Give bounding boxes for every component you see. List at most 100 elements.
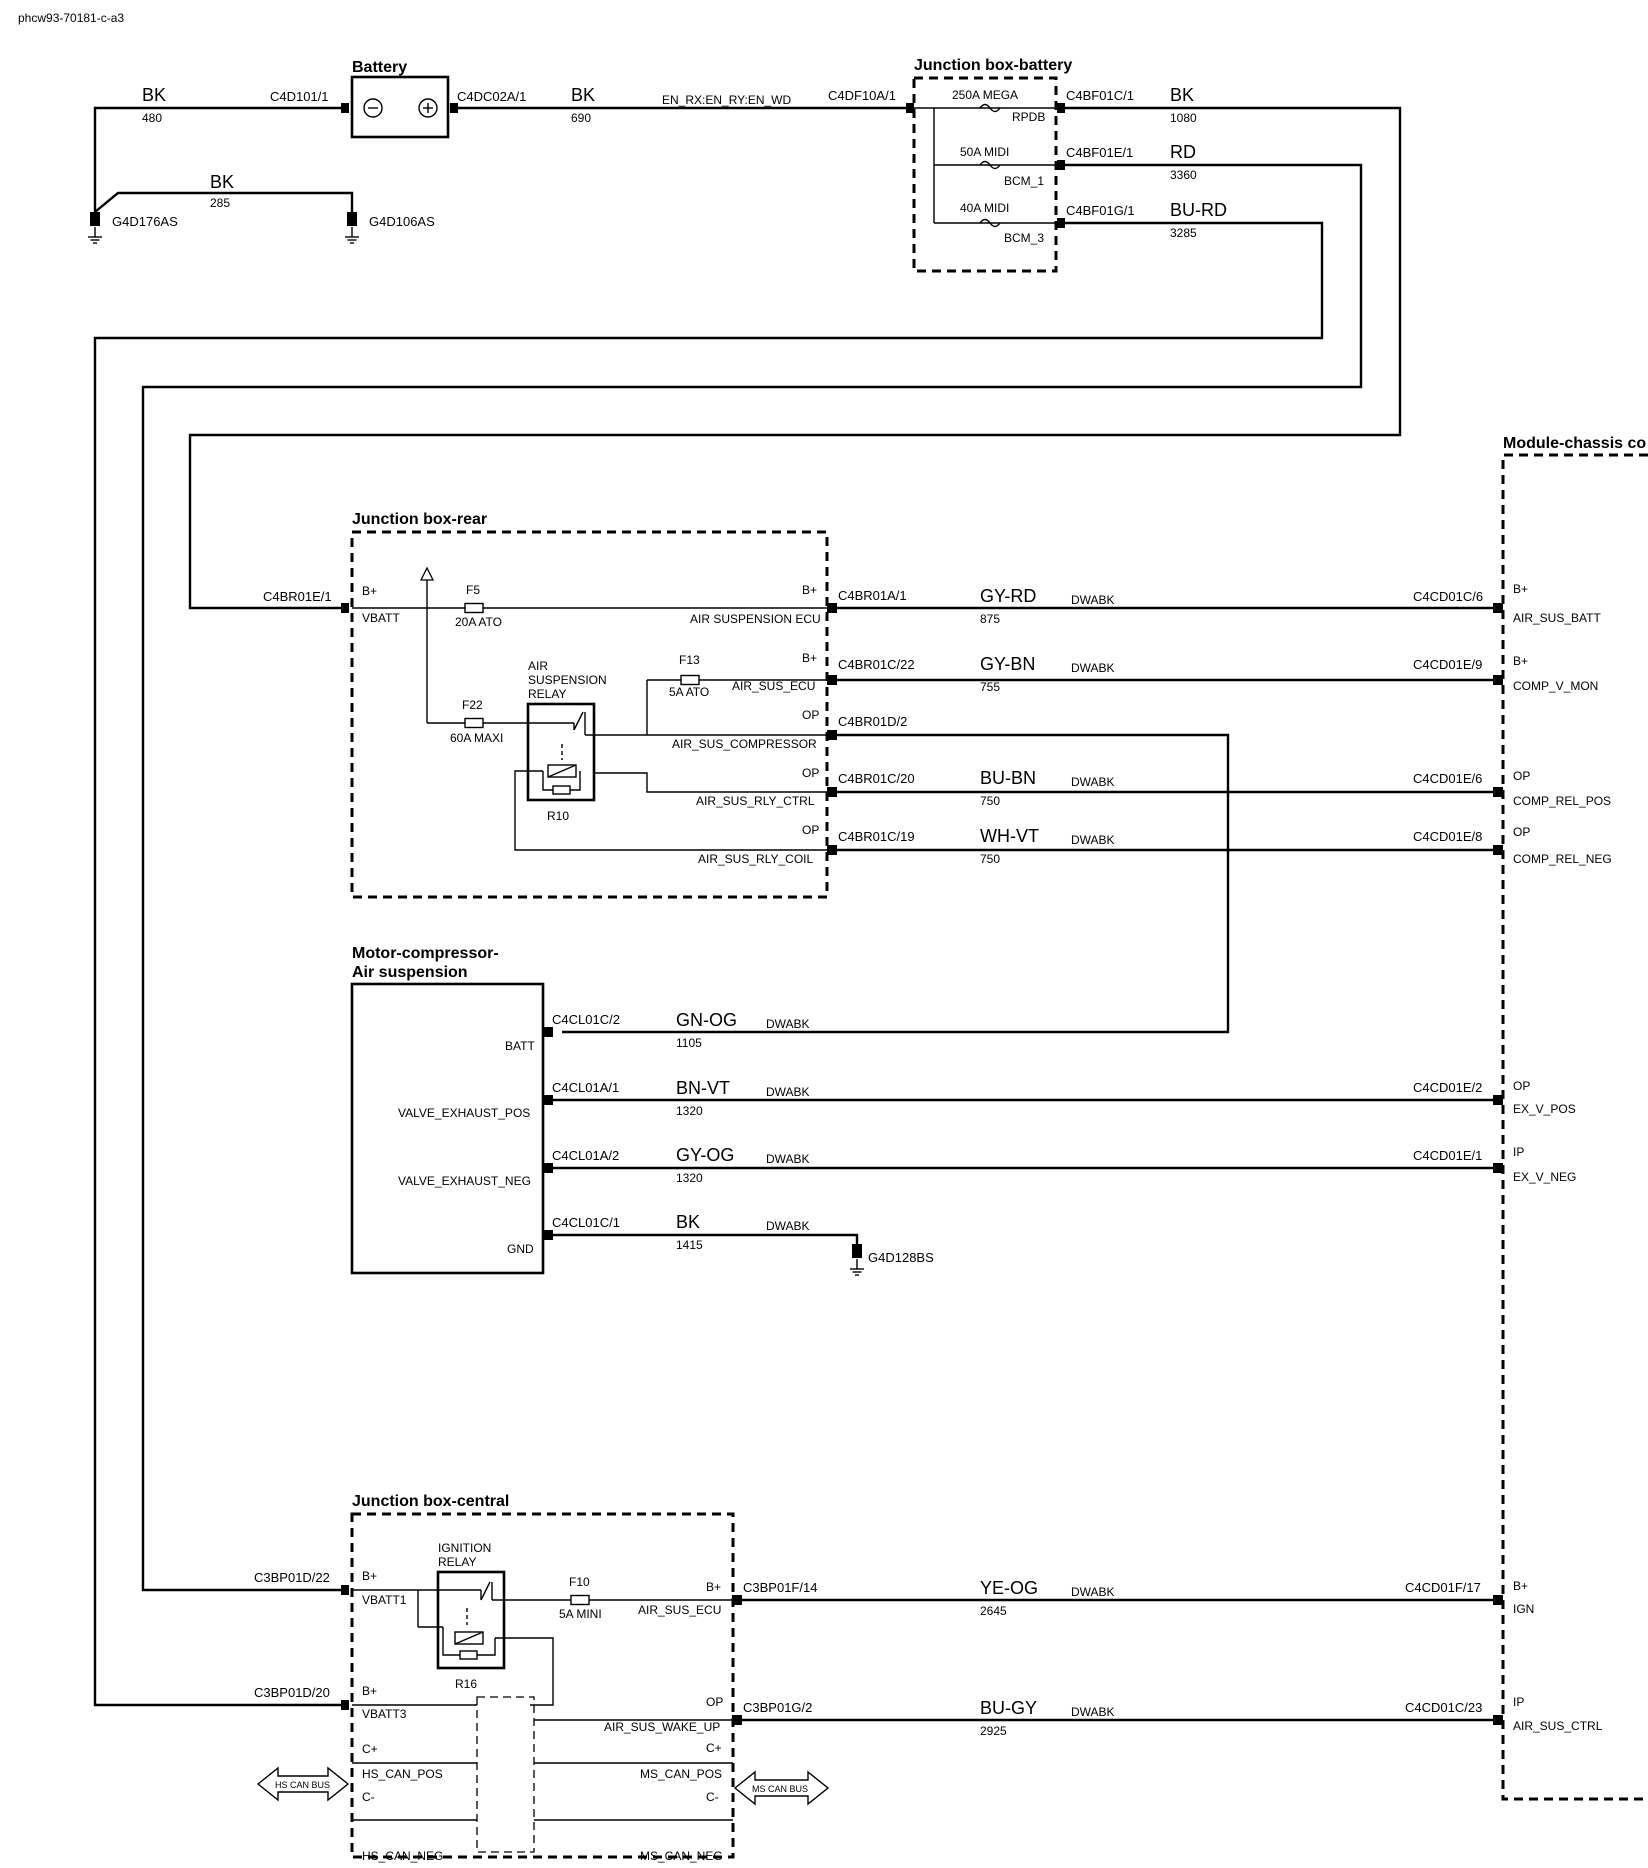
- relay-r16-label-1: IGNITION: [438, 1541, 491, 1555]
- motor-pin-valve-exhaust-pos: VALVE_EXHAUST_POS: [398, 1106, 530, 1120]
- fuse-f10: F10: [569, 1575, 590, 1589]
- wire-wh-vt-dwabk: DWABK: [1071, 833, 1115, 847]
- wire-gy-bn-dwabk: DWABK: [1071, 661, 1115, 675]
- connector-c4cd01e-2: C4CD01E/2: [1413, 1080, 1482, 1095]
- jb-central-right-3-name: MS_CAN_POS: [640, 1767, 722, 1781]
- module-pin-comp-v-mon-name: COMP_V_MON: [1513, 679, 1598, 693]
- module-pin-air-sus-ctrl-type: IP: [1513, 1695, 1524, 1709]
- connector-c4br01e: C4BR01E/1: [263, 589, 332, 604]
- wire-bu-bn-color: BU-BN: [980, 768, 1036, 788]
- relay-r16-box: [436, 1570, 506, 1670]
- motor-pin-gnd: GND: [507, 1242, 534, 1256]
- jb-central-left-3-name: HS_CAN_POS: [362, 1767, 443, 1781]
- connector-c4cd01e-9: C4CD01E/9: [1413, 657, 1482, 672]
- ground-g4d128bs: G4D128BS: [868, 1250, 934, 1265]
- ms-can-bus-label: MS CAN BUS: [752, 1784, 808, 1794]
- jb-central-left-3-type: C+: [362, 1742, 378, 1756]
- wire-rd-3360-number: 3360: [1170, 168, 1197, 182]
- connector-c4bf01g: C4BF01G/1: [1066, 203, 1135, 218]
- wire-bn-vt-dwabk: DWABK: [766, 1085, 810, 1099]
- jb-rear-box: [350, 530, 829, 899]
- fuse-bcm-1: BCM_1: [1004, 174, 1044, 188]
- wire-bu-gy-color: BU-GY: [980, 1698, 1037, 1718]
- jb-rear-title: Junction box-rear: [352, 511, 487, 528]
- wire-bk-1080-number: 1080: [1170, 111, 1197, 125]
- jb-battery-box: [912, 76, 1058, 273]
- connector-c4cd01e-8: C4CD01E/8: [1413, 829, 1482, 844]
- jb-rear-pin-2-type: B+: [802, 651, 817, 665]
- relay-r16-label-2: RELAY: [438, 1555, 476, 1569]
- connector-c4d101: C4D101/1: [270, 89, 329, 104]
- connector-c3bp01g-2: C3BP01G/2: [743, 1700, 812, 1715]
- module-pin-ign-type: B+: [1513, 1579, 1528, 1593]
- jb-rear-pin-1-name: AIR SUSPENSION ECU: [690, 612, 821, 626]
- wire-gy-rd-dwabk: DWABK: [1071, 593, 1115, 607]
- relay-r10-label-3: RELAY: [528, 687, 566, 701]
- fuse-f5-rating: 20A ATO: [455, 615, 502, 629]
- wire-gy-rd-number: 875: [980, 612, 1000, 626]
- connector-c4br01c-22: C4BR01C/22: [838, 657, 915, 672]
- wire-bk-480-color: BK: [142, 85, 166, 105]
- jb-rear-pin-4-name: AIR_SUS_RLY_CTRL: [696, 794, 815, 808]
- module-pin-ex-v-pos-type: OP: [1513, 1079, 1530, 1093]
- wire-bk-1415-color: BK: [676, 1212, 700, 1232]
- wire-gy-og-color: GY-OG: [676, 1145, 734, 1165]
- wire-bk-690-color: BK: [571, 85, 595, 105]
- wire-gy-rd-color: GY-RD: [980, 586, 1036, 606]
- module-pin-comp-rel-neg-name: COMP_REL_NEG: [1513, 852, 1612, 866]
- document-id: phcw93-70181-c-a3: [18, 11, 124, 25]
- wire-bk-480-number: 480: [142, 111, 162, 125]
- jb-central-box: [350, 1512, 735, 1859]
- jb-central-left-1-name: VBATT1: [362, 1593, 407, 1607]
- wire-gn-og-dwabk: DWABK: [766, 1017, 810, 1031]
- relay-r10-label-2: SUSPENSION: [528, 673, 607, 687]
- ground-g4d176as: G4D176AS: [112, 214, 178, 229]
- fuse-250a-mega: 250A MEGA: [952, 88, 1018, 102]
- fuse-f10-rating: 5A MINI: [559, 1607, 602, 1621]
- connector-c3bp01d-22: C3BP01D/22: [254, 1570, 330, 1585]
- wire-bu-gy-number: 2925: [980, 1724, 1007, 1738]
- jb-rear-pin-1-type: B+: [802, 583, 817, 597]
- connector-c4cl01c-2: C4CL01C/2: [552, 1012, 620, 1027]
- fuse-f13-rating: 5A ATO: [669, 685, 709, 699]
- module-pin-ex-v-pos-name: EX_V_POS: [1513, 1102, 1576, 1116]
- fuse-bcm-3: BCM_3: [1004, 231, 1044, 245]
- jb-central-right-4-type: C-: [706, 1790, 719, 1804]
- wire-bu-rd-3285-number: 3285: [1170, 226, 1197, 240]
- connector-c4cd01f-17: C4CD01F/17: [1405, 1580, 1481, 1595]
- module-pin-batt-name: AIR_SUS_BATT: [1513, 611, 1601, 625]
- connector-c4cd01e-1: C4CD01E/1: [1413, 1148, 1482, 1163]
- fuse-f22-rating: 60A MAXI: [450, 731, 503, 745]
- jb-central-right-1-name: AIR_SUS_ECU: [638, 1603, 721, 1617]
- wire-rd-3360-color: RD: [1170, 142, 1196, 162]
- jb-central-left-4-name: HS_CAN_NEG: [362, 1849, 443, 1863]
- fuse-f13: F13: [679, 653, 700, 667]
- fuse-40a-midi: 40A MIDI: [960, 201, 1009, 215]
- module-pin-ex-v-neg-type: IP: [1513, 1145, 1524, 1159]
- jb-central-title: Junction box-central: [352, 1493, 509, 1510]
- module-pin-batt-type: B+: [1513, 582, 1528, 596]
- wire-bu-bn-dwabk: DWABK: [1071, 775, 1115, 789]
- fuse-50a-midi: 50A MIDI: [960, 145, 1009, 159]
- connector-c4br01a-1: C4BR01A/1: [838, 588, 907, 603]
- jb-rear-pin-5-type: OP: [802, 823, 819, 837]
- jb-central-right-2-name: AIR_SUS_WAKE_UP: [604, 1720, 720, 1734]
- jb-central-left-2-type: B+: [362, 1684, 377, 1698]
- connector-c4dc02a: C4DC02A/1: [457, 89, 526, 104]
- wire-gy-og-dwabk: DWABK: [766, 1152, 810, 1166]
- battery-title: Battery: [352, 59, 407, 76]
- fuse-f22: F22: [462, 698, 483, 712]
- jb-central-left-4-type: C-: [362, 1790, 375, 1804]
- jb-central-right-2-type: OP: [706, 1695, 723, 1709]
- ground-g4d106as: G4D106AS: [369, 214, 435, 229]
- fuse-rpdb: RPDB: [1012, 110, 1045, 124]
- connector-c4br01c-19: C4BR01C/19: [838, 829, 915, 844]
- wire-gy-og-number: 1320: [676, 1171, 703, 1185]
- wire-bn-vt-color: BN-VT: [676, 1078, 730, 1098]
- module-pin-ex-v-neg-name: EX_V_NEG: [1513, 1170, 1576, 1184]
- wire-bu-bn-number: 750: [980, 794, 1000, 808]
- wire-gn-og-number: 1105: [676, 1036, 702, 1050]
- hs-can-bus-label: HS CAN BUS: [275, 1780, 330, 1790]
- jb-rear-pin-3-name: AIR_SUS_COMPRESSOR: [672, 737, 817, 751]
- jb-central-gateway: [476, 1696, 535, 1853]
